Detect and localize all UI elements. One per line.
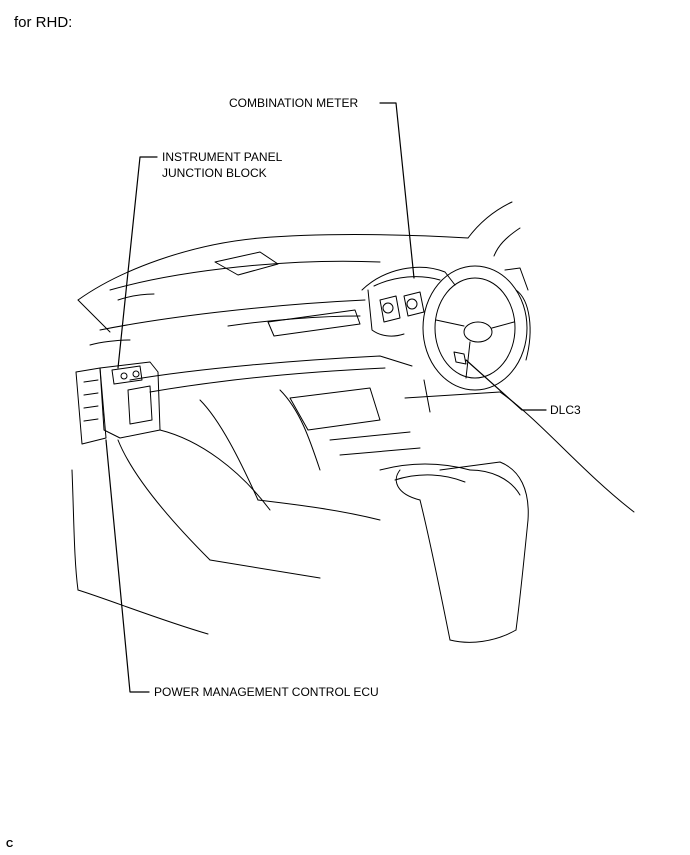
label-ipjb-line-2: JUNCTION BLOCK: [162, 166, 267, 180]
label-combination-meter: COMBINATION METER: [229, 96, 359, 110]
label-ipjb-line-1: INSTRUMENT PANEL: [162, 150, 283, 164]
leader-power-management-control-ecu: [105, 439, 150, 693]
leader-dlc3: [465, 359, 547, 411]
corner-mark: C: [6, 839, 14, 850]
windshield-outline: [77, 201, 521, 333]
combination-meter-drawing: [361, 266, 456, 337]
steering-wheel-drawing: [422, 265, 531, 391]
leader-combination-meter: [379, 102, 415, 279]
dashboard-top: [89, 251, 381, 346]
center-console-drawing: [129, 355, 635, 643]
page-heading: for RHD:: [14, 14, 73, 31]
junction-block-and-ecu-drawing: [75, 361, 161, 445]
leader-lines: [105, 102, 547, 693]
label-dlc3: DLC3: [550, 403, 581, 417]
label-instrument-panel-junction-block: INSTRUMENT PANEL JUNCTION BLOCK: [162, 149, 282, 181]
floor-and-lower-panel-drawing: [71, 399, 381, 635]
label-power-management-control-ecu: POWER MANAGEMENT CONTROL ECU: [154, 685, 379, 699]
